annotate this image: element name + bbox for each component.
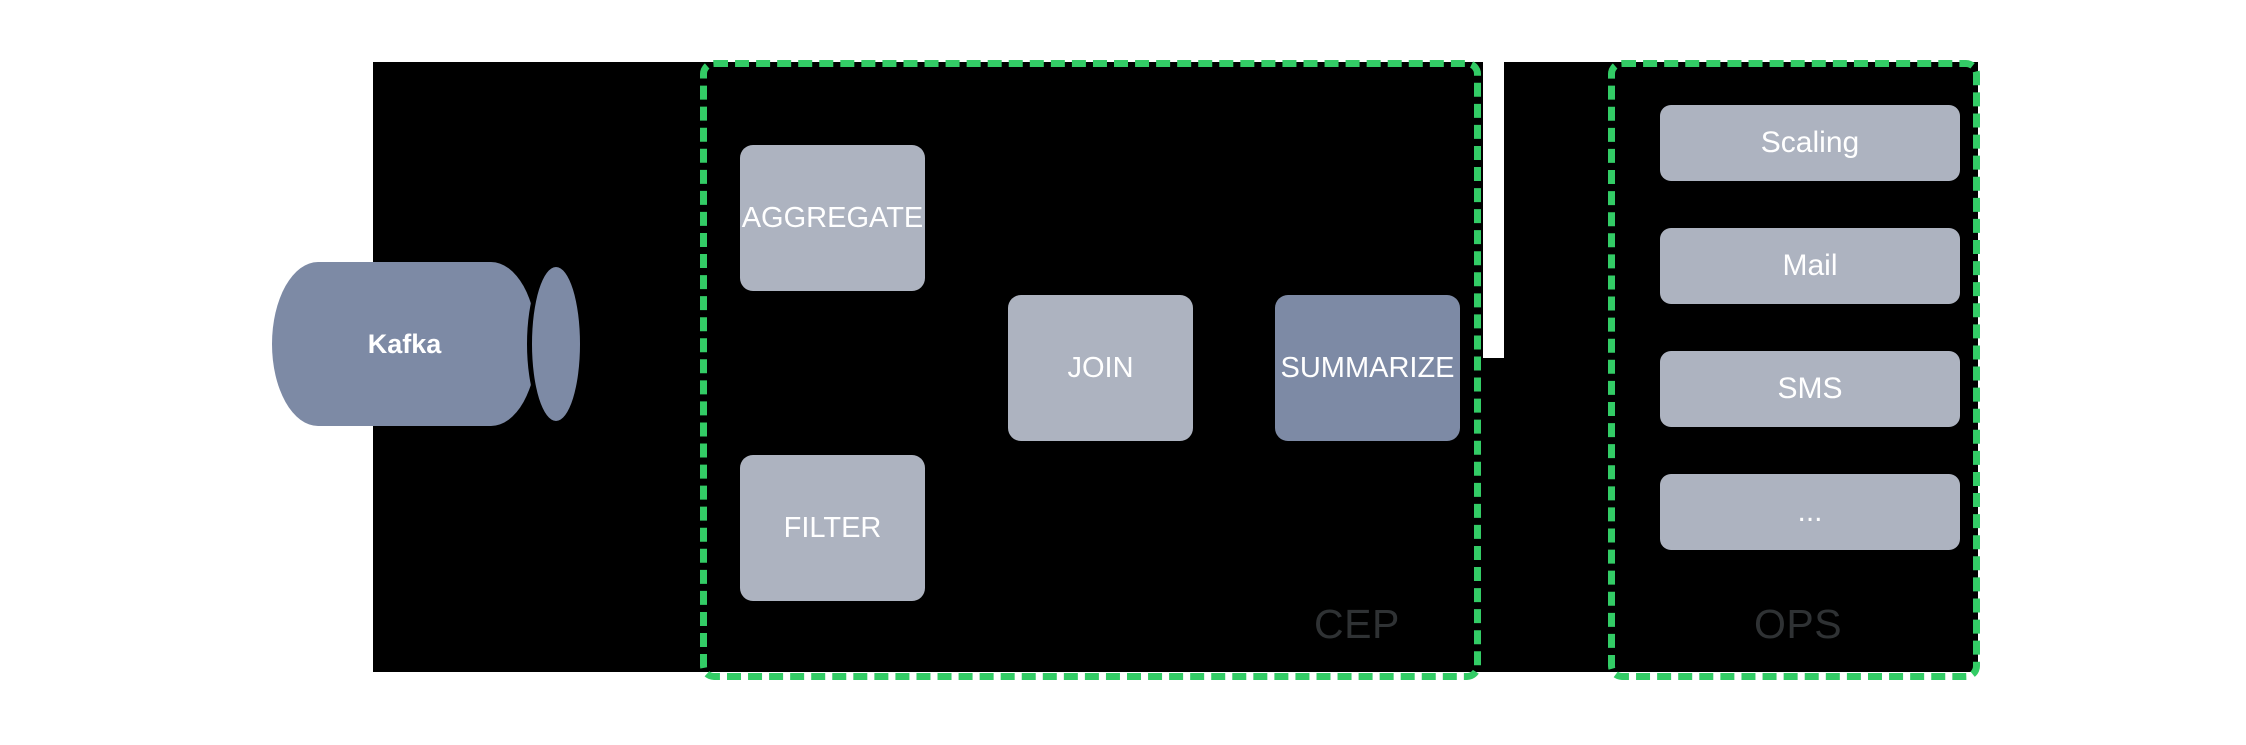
ops-item-sms[interactable]: SMS <box>1660 351 1960 427</box>
cep-group-label: CEP <box>1314 601 1400 647</box>
group-separator-notch <box>1483 40 1504 358</box>
ops-group-boundary <box>1608 60 1980 680</box>
kafka-label: Kafka <box>367 328 442 359</box>
kafka-source-cylinder[interactable]: Kafka <box>272 262 585 426</box>
node-filter[interactable]: FILTER <box>740 455 925 601</box>
ops-item-mail[interactable]: Mail <box>1660 228 1960 304</box>
node-summarize[interactable]: SUMMARIZE <box>1275 295 1460 441</box>
ops-item-more[interactable]: ... <box>1660 474 1960 550</box>
ops-action-list: Scaling Mail SMS ... <box>1660 105 1960 550</box>
ops-item-scaling[interactable]: Scaling <box>1660 105 1960 181</box>
ops-group-label: OPS <box>1754 601 1843 647</box>
cep-group-boundary <box>700 60 1481 680</box>
cylinder-end-cap <box>527 262 585 426</box>
node-aggregate[interactable]: AGGREGATE <box>740 145 925 291</box>
cylinder-body <box>272 262 537 426</box>
node-join[interactable]: JOIN <box>1008 295 1193 441</box>
